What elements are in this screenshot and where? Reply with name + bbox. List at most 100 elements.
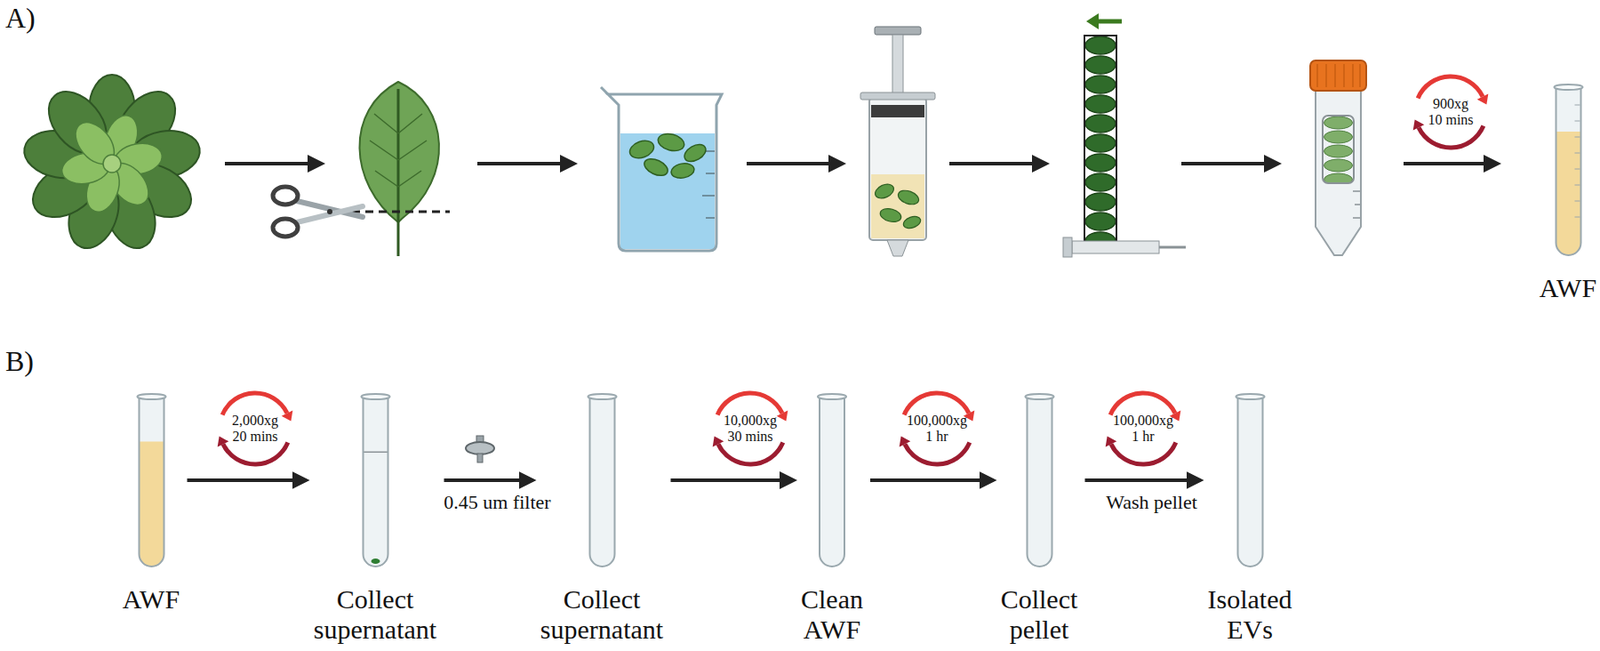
tube-icon [308,392,443,570]
tube-tick [1574,120,1580,122]
process-arrow [949,161,1047,166]
tube-icon [117,392,186,570]
centrifuge-arrowhead [217,435,230,447]
sample-tube: AWF [117,392,186,615]
leaf-column [1096,19,1122,24]
scissors [272,218,298,237]
tube-tick [1574,200,1580,202]
tube-outline [1237,396,1263,567]
tube-outline [1026,396,1052,567]
tube-tick [1574,216,1580,218]
cut-line [352,210,450,214]
syringe-filter [465,435,495,463]
tube-outline [819,396,845,567]
tube-tick [1574,136,1580,138]
syringe [872,181,922,231]
leaf-column [1063,13,1186,257]
centrifuge-arrow [1110,392,1176,415]
syringe [871,104,925,118]
rosette-plant [20,74,204,256]
tube-tick [1574,152,1580,154]
sample-tube: Collect supernatant [308,392,443,645]
tube-outline [589,396,615,567]
centrifuge-step: 100,000xg1 hr [894,385,980,472]
tube-glass [138,396,164,567]
scissors [327,208,333,215]
centrifuge-setting: 1 hr [1131,428,1154,445]
tube-rim [587,393,616,400]
step-label: Collect pellet [1000,584,1079,645]
sample-tube: AWF [1534,83,1600,304]
scissors [296,206,363,223]
scissors [272,186,298,205]
tube-rim [817,393,847,400]
centrifuge-arrowhead [1413,119,1425,130]
tube-glass [362,396,388,567]
falcon-tube [1315,88,1361,256]
process-arrow [187,478,307,482]
step-label: Isolated EVs [1208,584,1293,645]
centrifuge-setting: 30 mins [727,428,773,445]
centrifuge-arrow [1417,76,1483,98]
leaf-column [1072,240,1160,254]
pellet [370,558,380,564]
falcon-tube [1310,60,1367,91]
beaker [627,130,709,180]
sample-tube: Isolated EVs [1202,392,1298,645]
beaker [670,161,696,180]
tube-liquid [1555,131,1581,256]
tube-rim [136,393,166,400]
centrifuge-step: 10,000xg30 mins [707,385,793,472]
centrifuge-arrow [718,442,784,464]
leaf [369,113,427,187]
leaf-column [1063,237,1072,257]
tube-rim [1553,84,1583,90]
syringe [860,26,936,256]
tube-icon [535,392,670,570]
tube-outline [362,396,388,567]
syringe-filter [465,441,495,455]
centrifuge-arrow [904,392,969,415]
panel-label: B) [5,344,34,377]
sample-tube: Collect pellet [995,392,1084,645]
falcon-tube [1352,191,1360,218]
centrifuge-icon [1105,391,1181,466]
centrifuge-arrowhead [776,410,789,422]
tube-glass [1555,87,1581,256]
tube-tick [1574,168,1580,170]
falcon-tube [1322,115,1354,184]
centrifuge-icon [899,391,975,466]
scissors [272,186,363,237]
syringe [874,26,921,35]
beaker [627,137,656,161]
tube-rim [360,393,390,400]
centrifuge-arrowhead [281,410,294,422]
tube-icon [1534,83,1600,259]
centrifuge-arrow [1111,442,1176,464]
tube-rim [1024,393,1054,400]
syringe [871,174,925,239]
tube-glass [1026,396,1052,567]
beaker [641,155,671,179]
process-arrow [870,478,994,482]
syringe [869,97,927,240]
centrifuge-setting: 900xg [1432,96,1469,112]
syringe [879,206,904,224]
syringe [860,92,936,100]
process-arrow [1403,161,1498,166]
centrifuge-arrow [222,392,288,415]
syringe [902,214,923,231]
beaker [600,87,722,251]
centrifuge-arrow [904,442,970,464]
centrifuge-arrow [717,392,783,415]
centrifuge-setting: 20 mins [232,428,278,445]
process-arrow [224,161,1498,166]
edge-label: Wash pellet [1103,491,1200,513]
process-arrow [224,161,322,166]
liquid-line [362,451,388,454]
centrifuge-setting: 100,000xg [1112,412,1174,429]
process-arrow [746,161,843,166]
beaker [620,133,715,249]
step-label: AWF [122,584,180,615]
centrifuge-icon [712,391,788,466]
